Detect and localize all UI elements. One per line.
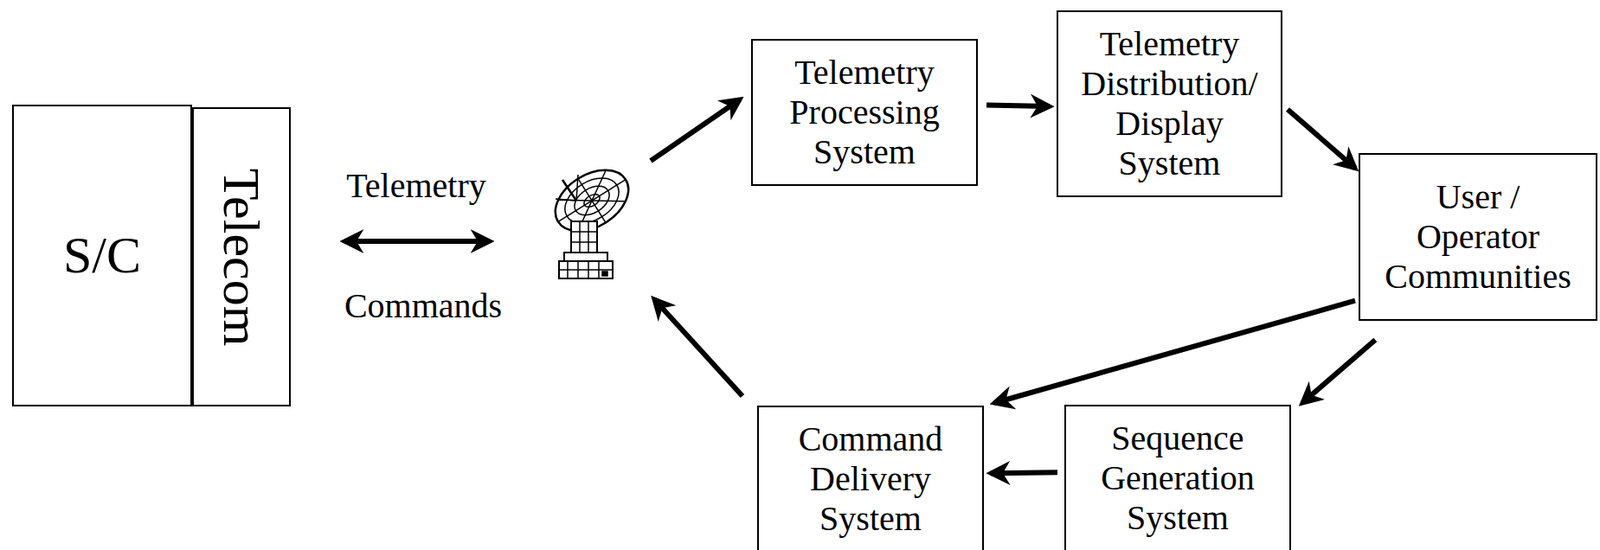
flow-arrow <box>994 301 1356 404</box>
node-text: Telemetry Processing System <box>764 52 964 173</box>
node-text: User / Operator Communities <box>1376 177 1581 297</box>
process-box: Telemetry Processing System <box>751 38 978 187</box>
process-box: Sequence Generation System <box>1064 404 1292 550</box>
node-text: Telemetry Distribution/ Display System <box>1076 24 1263 184</box>
node-text: Command Delivery System <box>771 419 971 540</box>
flow-arrow <box>1302 340 1376 404</box>
flow-arrow <box>990 472 1058 474</box>
antenna-symbol <box>544 157 640 279</box>
flow-arrow <box>1287 109 1356 168</box>
node-text: Sequence Generation System <box>1078 418 1278 539</box>
uplink-arrow <box>654 299 743 397</box>
process-box: User / Operator Communities <box>1358 153 1598 322</box>
link-label: Telemetry <box>342 166 490 206</box>
node-text: S/C <box>63 225 142 286</box>
telecom-box: Telecom <box>192 107 291 407</box>
downlink-arrow <box>650 99 740 161</box>
flow-arrow <box>986 105 1050 108</box>
spacecraft-box: S/C <box>12 104 193 407</box>
process-box: Telemetry Distribution/ Display System <box>1056 10 1283 198</box>
link-arrow <box>344 238 490 245</box>
process-box: Command Delivery System <box>757 405 984 550</box>
node-text: Telecom <box>212 167 272 347</box>
link-label: Commands <box>340 286 506 327</box>
